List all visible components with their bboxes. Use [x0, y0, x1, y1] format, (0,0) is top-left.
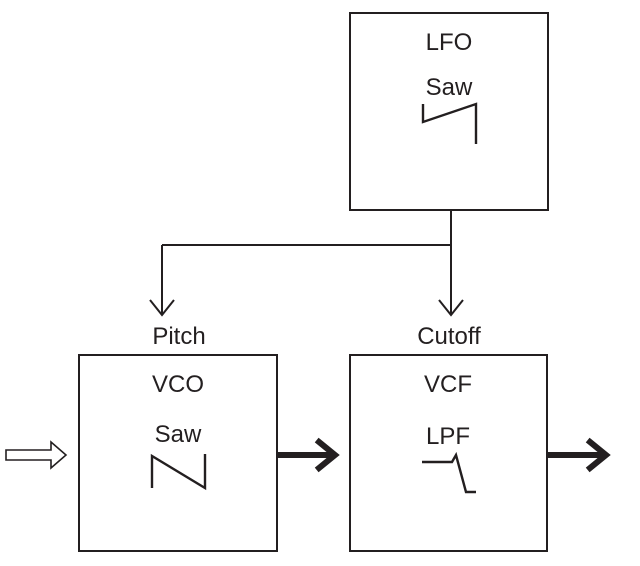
cutoff-mod-arrowhead [438, 299, 464, 317]
vco-to-vcf-head [314, 437, 340, 473]
vco-sawtooth-wave-icon [150, 453, 207, 491]
vcf-title: VCF [424, 371, 472, 398]
vco-to-vcf-arrow-icon [277, 437, 340, 473]
lfo-modulation-wires [149, 210, 464, 317]
vco-title: VCO [152, 371, 204, 398]
pitch-label: Pitch [152, 323, 205, 350]
vco-waveform-label: Saw [155, 421, 202, 448]
output-arrow-head [585, 437, 611, 473]
lfo-block: LFO Saw [349, 12, 549, 211]
output-arrow-icon [547, 437, 611, 473]
vcf-lowpass-response-icon [422, 451, 476, 494]
vco-block: VCO Saw [78, 354, 278, 552]
vcf-filter-label: LPF [426, 423, 470, 450]
lfo-sawtooth-wave-icon [421, 102, 478, 144]
lfo-waveform-label: Saw [426, 74, 473, 101]
vcf-block: VCF LPF [349, 354, 548, 552]
lfo-title: LFO [426, 29, 473, 56]
lfo-box [349, 12, 549, 211]
pitch-mod-arrowhead [149, 299, 175, 317]
cutoff-label: Cutoff [417, 323, 481, 350]
input-arrow-icon [5, 440, 68, 470]
